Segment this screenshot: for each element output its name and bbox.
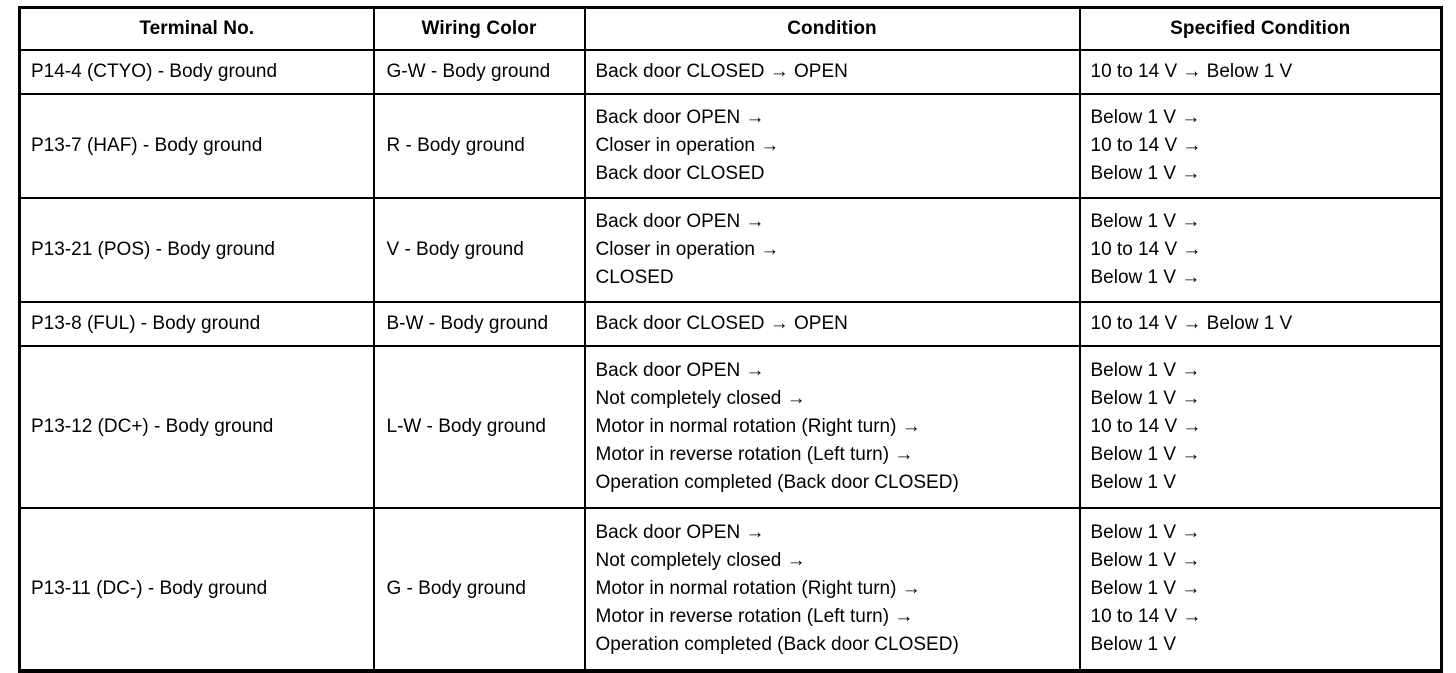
column-header-condition: Condition: [584, 7, 1081, 51]
condition-line: Motor in normal rotation (Right turn) →: [595, 578, 921, 599]
specified-condition-line: 10 to 14 V → Below 1 V: [1090, 313, 1293, 334]
cell-condition: Back door CLOSED → OPEN: [584, 49, 1081, 95]
cell-specified-condition: 10 to 14 V → Below 1 V: [1079, 302, 1442, 347]
cell-wiring-color: V - Body ground: [373, 198, 586, 303]
cell-condition: Back door OPEN → Not completely closed → M…: [584, 346, 1081, 509]
condition-line: Closer in operation →: [595, 135, 780, 156]
cell-condition: Back door OPEN → Closer in operation → Bac…: [584, 94, 1081, 199]
condition-line: Operation completed (Back door CLOSED): [595, 634, 959, 655]
condition-line: Not completely closed →: [595, 550, 806, 571]
condition-line: Closer in operation →: [595, 239, 780, 260]
condition-line: Back door OPEN →: [595, 107, 765, 128]
cell-condition: Back door CLOSED → OPEN: [584, 302, 1081, 347]
specified-condition-line: 10 to 14 V →: [1090, 239, 1202, 260]
cell-terminal-no: P13-7 (HAF) - Body ground: [19, 94, 375, 199]
cell-terminal-no: P13-11 (DC-) - Body ground: [19, 508, 375, 671]
cell-specified-condition: Below 1 V → 10 to 14 V → Below 1 V →: [1079, 94, 1442, 199]
table-header: Terminal No. Wiring Color Condition Spec…: [19, 7, 1442, 51]
condition-line: CLOSED: [595, 267, 674, 288]
specified-condition-line: Below 1 V →: [1090, 578, 1201, 599]
specified-condition-line: Below 1 V →: [1090, 163, 1201, 184]
condition-line: Back door OPEN →: [595, 522, 765, 543]
condition-line: Motor in normal rotation (Right turn) →: [595, 416, 921, 437]
cell-wiring-color: L-W - Body ground: [373, 346, 586, 509]
condition-line: Back door OPEN →: [595, 360, 765, 381]
header-row: Terminal No. Wiring Color Condition Spec…: [19, 7, 1442, 51]
cell-terminal-no: P13-21 (POS) - Body ground: [19, 198, 375, 303]
terminal-inspection-table-container: Terminal No. Wiring Color Condition Spec…: [18, 6, 1443, 673]
specified-condition-line: 10 to 14 V →: [1090, 606, 1202, 627]
cell-wiring-color: B-W - Body ground: [373, 302, 586, 347]
condition-line: Motor in reverse rotation (Left turn) →: [595, 444, 914, 465]
condition-line: Back door CLOSED: [595, 163, 765, 184]
cell-specified-condition: Below 1 V → Below 1 V → 10 to 14 V → Below …: [1079, 346, 1442, 509]
cell-condition: Back door OPEN → Closer in operation → CLO…: [584, 198, 1081, 303]
terminal-inspection-table: Terminal No. Wiring Color Condition Spec…: [18, 6, 1443, 673]
specified-condition-line: Below 1 V →: [1090, 211, 1201, 232]
specified-condition-line: Below 1 V →: [1090, 267, 1201, 288]
specified-condition-line: Below 1 V →: [1090, 444, 1201, 465]
cell-specified-condition: 10 to 14 V → Below 1 V: [1079, 49, 1442, 95]
cell-wiring-color: R - Body ground: [373, 94, 586, 199]
specified-condition-line: 10 to 14 V →: [1090, 416, 1202, 437]
specified-condition-line: Below 1 V: [1090, 634, 1177, 655]
condition-line: Operation completed (Back door CLOSED): [595, 472, 959, 493]
condition-line: Not completely closed →: [595, 388, 806, 409]
specified-condition-line: 10 to 14 V →: [1090, 135, 1202, 156]
condition-line: Back door CLOSED → OPEN: [595, 61, 848, 82]
specified-condition-line: Below 1 V →: [1090, 522, 1201, 543]
cell-wiring-color: G - Body ground: [373, 508, 586, 671]
cell-terminal-no: P13-8 (FUL) - Body ground: [19, 302, 375, 347]
specified-condition-line: 10 to 14 V → Below 1 V: [1090, 61, 1293, 82]
specified-condition-line: Below 1 V →: [1090, 107, 1201, 128]
cell-wiring-color: G-W - Body ground: [373, 49, 586, 95]
condition-line: Back door CLOSED → OPEN: [595, 313, 848, 334]
cell-terminal-no: P14-4 (CTYO) - Body ground: [19, 49, 375, 95]
condition-line: Motor in reverse rotation (Left turn) →: [595, 606, 914, 627]
column-header-wiring-color: Wiring Color: [373, 7, 586, 51]
column-header-terminal-no: Terminal No.: [19, 7, 375, 51]
specified-condition-line: Below 1 V →: [1090, 550, 1201, 571]
specified-condition-line: Below 1 V: [1090, 472, 1177, 493]
condition-line: Back door OPEN →: [595, 211, 765, 232]
cell-condition: Back door OPEN → Not completely closed → M…: [584, 508, 1081, 671]
cell-specified-condition: Below 1 V → Below 1 V → Below 1 V → 10 to 1…: [1080, 508, 1442, 671]
specified-condition-line: Below 1 V →: [1090, 360, 1201, 381]
cell-specified-condition: Below 1 V → 10 to 14 V → Below 1 V →: [1079, 198, 1442, 303]
column-header-specified-condition: Specified Condition: [1079, 7, 1442, 51]
cell-terminal-no: P13-12 (DC+) - Body ground: [19, 346, 375, 509]
specified-condition-line: Below 1 V →: [1090, 388, 1201, 409]
